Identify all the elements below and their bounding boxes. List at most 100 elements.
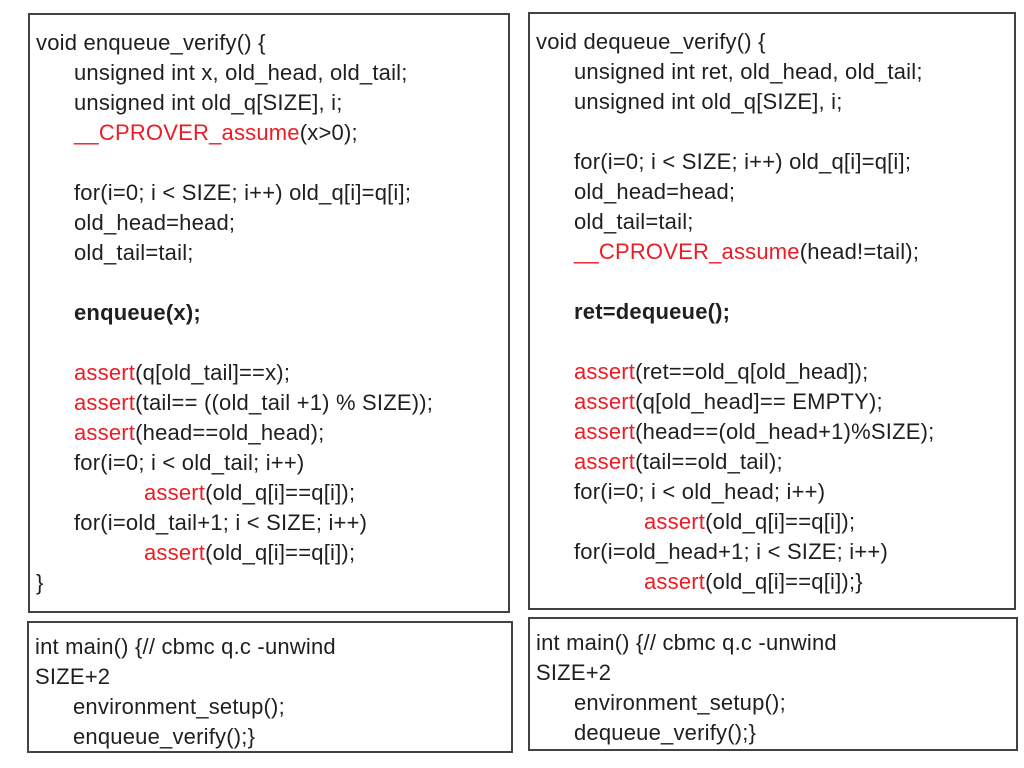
keyword-segment: assert [74,420,136,445]
code-line: for(i=old_tail+1; i < SIZE; i++) [36,508,504,538]
code-segment: ret=dequeue(); [574,299,731,324]
code-line [536,267,1010,297]
code-line: __CPROVER_assume(head!=tail); [536,237,1010,267]
dequeue-verify-code-panel: void dequeue_verify() { unsigned int ret,… [528,12,1016,610]
code-segment: int main() {// cbmc q.c -unwind [35,634,336,659]
code-line: assert(old_q[i]==q[i]); [36,538,504,568]
code-segment: for(i=0; i < SIZE; i++) old_q[i]=q[i]; [574,149,912,174]
code-line [536,327,1010,357]
code-segment: (q[old_tail]==x); [135,360,291,385]
code-segment: (head==old_head); [135,420,325,445]
code-line: for(i=0; i < SIZE; i++) old_q[i]=q[i]; [36,178,504,208]
keyword-segment: assert [574,449,636,474]
code-line: unsigned int ret, old_head, old_tail; [536,57,1010,87]
code-segment: (ret==old_q[old_head]); [635,359,869,384]
code-line: for(i=0; i < old_head; i++) [536,477,1010,507]
keyword-segment: assert [74,360,136,385]
code-segment: old_tail=tail; [574,209,694,234]
keyword-segment: assert [144,480,206,505]
code-line: int main() {// cbmc q.c -unwind [35,632,507,662]
code-line: enqueue(x); [36,298,504,328]
code-line: for(i=0; i < old_tail; i++) [36,448,504,478]
code-segment: enqueue(x); [74,300,201,325]
code-line: ret=dequeue(); [536,297,1010,327]
code-segment: dequeue_verify();} [574,720,757,745]
keyword-segment: __CPROVER_assume [74,120,300,145]
code-line: SIZE+2 [35,662,507,692]
code-line: assert(tail==old_tail); [536,447,1010,477]
code-segment: (head!=tail); [799,239,920,264]
code-segment: unsigned int x, old_head, old_tail; [74,60,408,85]
code-line: } [36,568,504,598]
code-line: old_tail=tail; [536,207,1010,237]
code-segment: for(i=old_head+1; i < SIZE; i++) [574,539,888,564]
code-segment: (tail== ((old_tail +1) % SIZE)); [135,390,434,415]
code-segment: for(i=old_tail+1; i < SIZE; i++) [74,510,368,535]
code-segment: (head==(old_head+1)%SIZE); [635,419,935,444]
code-line: int main() {// cbmc q.c -unwind [536,628,1012,658]
code-segment: SIZE+2 [35,664,111,689]
code-line: old_head=head; [36,208,504,238]
code-segment: enqueue_verify();} [73,724,256,749]
code-line: environment_setup(); [35,692,507,722]
code-line: assert(q[old_tail]==x); [36,358,504,388]
code-segment: (old_q[i]==q[i]); [205,540,356,565]
code-segment: void enqueue_verify() { [36,30,266,55]
enqueue-verify-code-panel: void enqueue_verify() { unsigned int x, o… [28,13,510,613]
keyword-segment: assert [144,540,206,565]
keyword-segment: __CPROVER_assume [574,239,800,264]
keyword-segment: assert [644,509,706,534]
code-segment: for(i=0; i < SIZE; i++) old_q[i]=q[i]; [74,180,412,205]
code-line: old_tail=tail; [36,238,504,268]
code-line: for(i=0; i < SIZE; i++) old_q[i]=q[i]; [536,147,1010,177]
code-line [36,268,504,298]
code-line: assert(q[old_head]== EMPTY); [536,387,1010,417]
code-segment: (tail==old_tail); [635,449,783,474]
code-segment: for(i=0; i < old_tail; i++) [74,450,305,475]
code-line: assert(old_q[i]==q[i]); [36,478,504,508]
code-segment: (old_q[i]==q[i]);} [705,569,863,594]
code-line: assert(old_q[i]==q[i]); [536,507,1010,537]
code-segment: void dequeue_verify() { [536,29,766,54]
code-line: assert(head==old_head); [36,418,504,448]
code-line: old_head=head; [536,177,1010,207]
code-line: void enqueue_verify() { [36,28,504,58]
code-line: enqueue_verify();} [35,722,507,751]
code-line: void dequeue_verify() { [536,27,1010,57]
code-segment: for(i=0; i < old_head; i++) [574,479,826,504]
code-line: unsigned int x, old_head, old_tail; [36,58,504,88]
code-segment: unsigned int old_q[SIZE], i; [574,89,843,114]
code-line: for(i=old_head+1; i < SIZE; i++) [536,537,1010,567]
code-segment: old_head=head; [574,179,736,204]
code-segment: environment_setup(); [73,694,285,719]
code-line: environment_setup(); [536,688,1012,718]
code-segment: int main() {// cbmc q.c -unwind [536,630,837,655]
keyword-segment: assert [574,389,636,414]
code-line: assert(tail== ((old_tail +1) % SIZE)); [36,388,504,418]
code-segment: (x>0); [299,120,358,145]
code-line: assert(old_q[i]==q[i]);} [536,567,1010,597]
code-line: assert(ret==old_q[old_head]); [536,357,1010,387]
code-line: dequeue_verify();} [536,718,1012,748]
code-line: unsigned int old_q[SIZE], i; [36,88,504,118]
code-line [36,328,504,358]
keyword-segment: assert [574,419,636,444]
code-segment: (old_q[i]==q[i]); [705,509,856,534]
code-segment: (old_q[i]==q[i]); [205,480,356,505]
code-line: unsigned int old_q[SIZE], i; [536,87,1010,117]
code-segment: unsigned int ret, old_head, old_tail; [574,59,923,84]
code-line: __CPROVER_assume(x>0); [36,118,504,148]
code-segment: old_tail=tail; [74,240,194,265]
code-segment: environment_setup(); [574,690,786,715]
code-segment: old_head=head; [74,210,236,235]
keyword-segment: assert [574,359,636,384]
code-segment: } [36,570,44,595]
code-segment: unsigned int old_q[SIZE], i; [74,90,343,115]
code-line: SIZE+2 [536,658,1012,688]
keyword-segment: assert [74,390,136,415]
keyword-segment: assert [644,569,706,594]
code-segment: (q[old_head]== EMPTY); [635,389,883,414]
